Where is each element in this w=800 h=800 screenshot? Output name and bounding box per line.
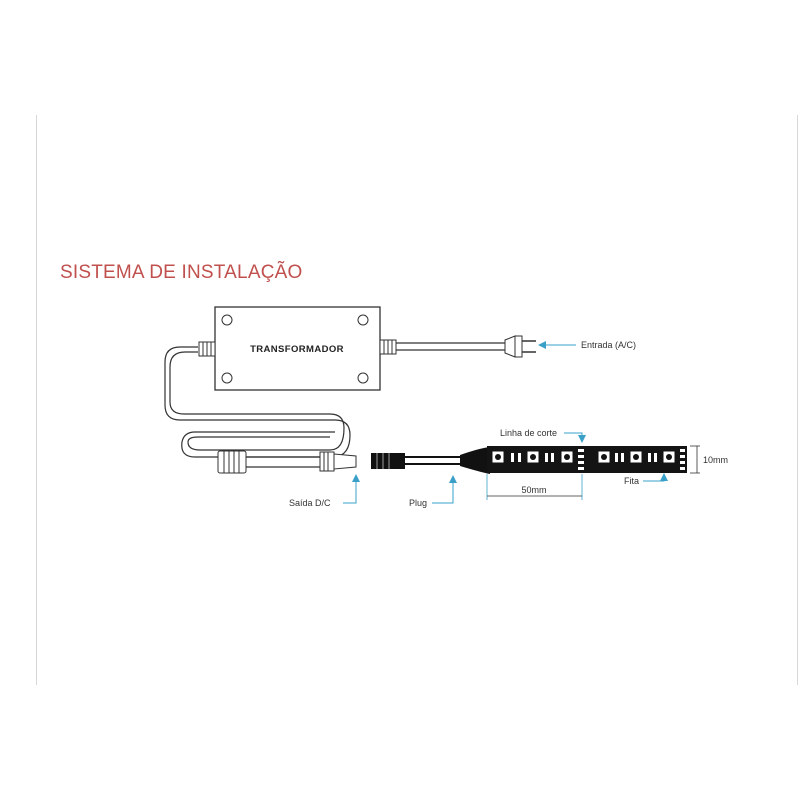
strip-label: Fita xyxy=(624,476,639,486)
plug-label: Plug xyxy=(409,498,427,508)
dc-output-label: Saída D/C xyxy=(289,498,331,508)
dc-connector xyxy=(217,450,357,474)
cut-line-arrow xyxy=(564,432,586,443)
dc-plug xyxy=(371,447,490,474)
transformer-box xyxy=(198,306,397,391)
width-label: 10mm xyxy=(703,455,728,465)
plug-arrow xyxy=(432,475,457,504)
input-label: Entrada (A/C) xyxy=(581,340,636,350)
dc-cable-inner xyxy=(169,351,345,451)
strip-arrow xyxy=(643,473,668,482)
frame-left-line xyxy=(36,115,37,685)
transformer-label: TRANSFORMADOR xyxy=(250,344,344,355)
dc-output-arrow xyxy=(343,474,360,504)
dc-cable xyxy=(164,346,351,458)
ac-plug xyxy=(504,335,536,358)
cut-line-label: Linha de corte xyxy=(500,428,557,438)
segment-label: 50mm xyxy=(521,485,546,495)
diagram-title: SISTEMA DE INSTALAÇÃO xyxy=(60,262,303,283)
led-strip xyxy=(487,446,687,473)
frame-right-line xyxy=(797,115,798,685)
